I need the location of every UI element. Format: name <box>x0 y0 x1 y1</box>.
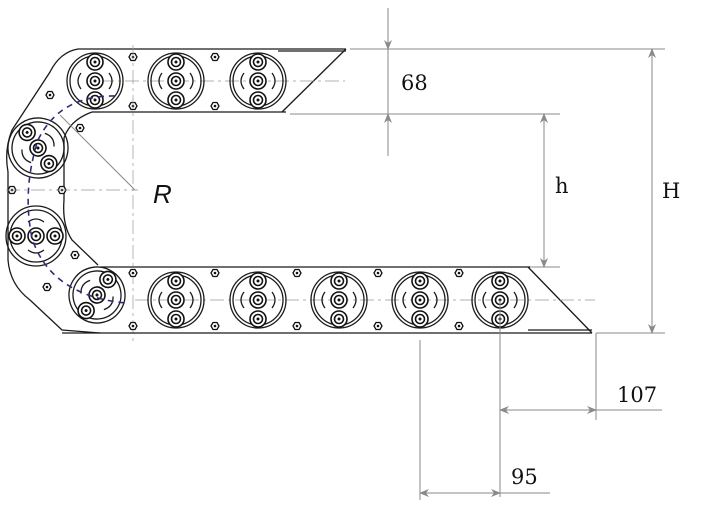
bend-radius-path <box>27 95 126 304</box>
dimension-lines: 68 h H 107 95 R <box>153 8 680 500</box>
dim-H-label: H <box>662 179 680 203</box>
bend-link-1 <box>7 115 69 181</box>
dim-107-label: 107 <box>617 383 657 407</box>
dim-95: 95 <box>419 340 550 500</box>
dim-h: h <box>540 113 569 268</box>
bend-radius-label: R <box>153 179 172 209</box>
bottom-run <box>62 266 595 334</box>
dim-H: H <box>648 48 680 334</box>
dim-95-label: 95 <box>511 465 538 489</box>
top-link-disc-0 <box>66 52 124 110</box>
bend-section <box>5 45 138 345</box>
bend-link-2 <box>5 205 67 267</box>
top-run <box>66 48 347 113</box>
dim-h-label: h <box>555 174 569 198</box>
bend-link-3 <box>66 262 128 328</box>
dim-107: 107 <box>499 300 662 497</box>
dim-68: 68 <box>384 10 428 150</box>
dim-68-label: 68 <box>401 71 428 95</box>
